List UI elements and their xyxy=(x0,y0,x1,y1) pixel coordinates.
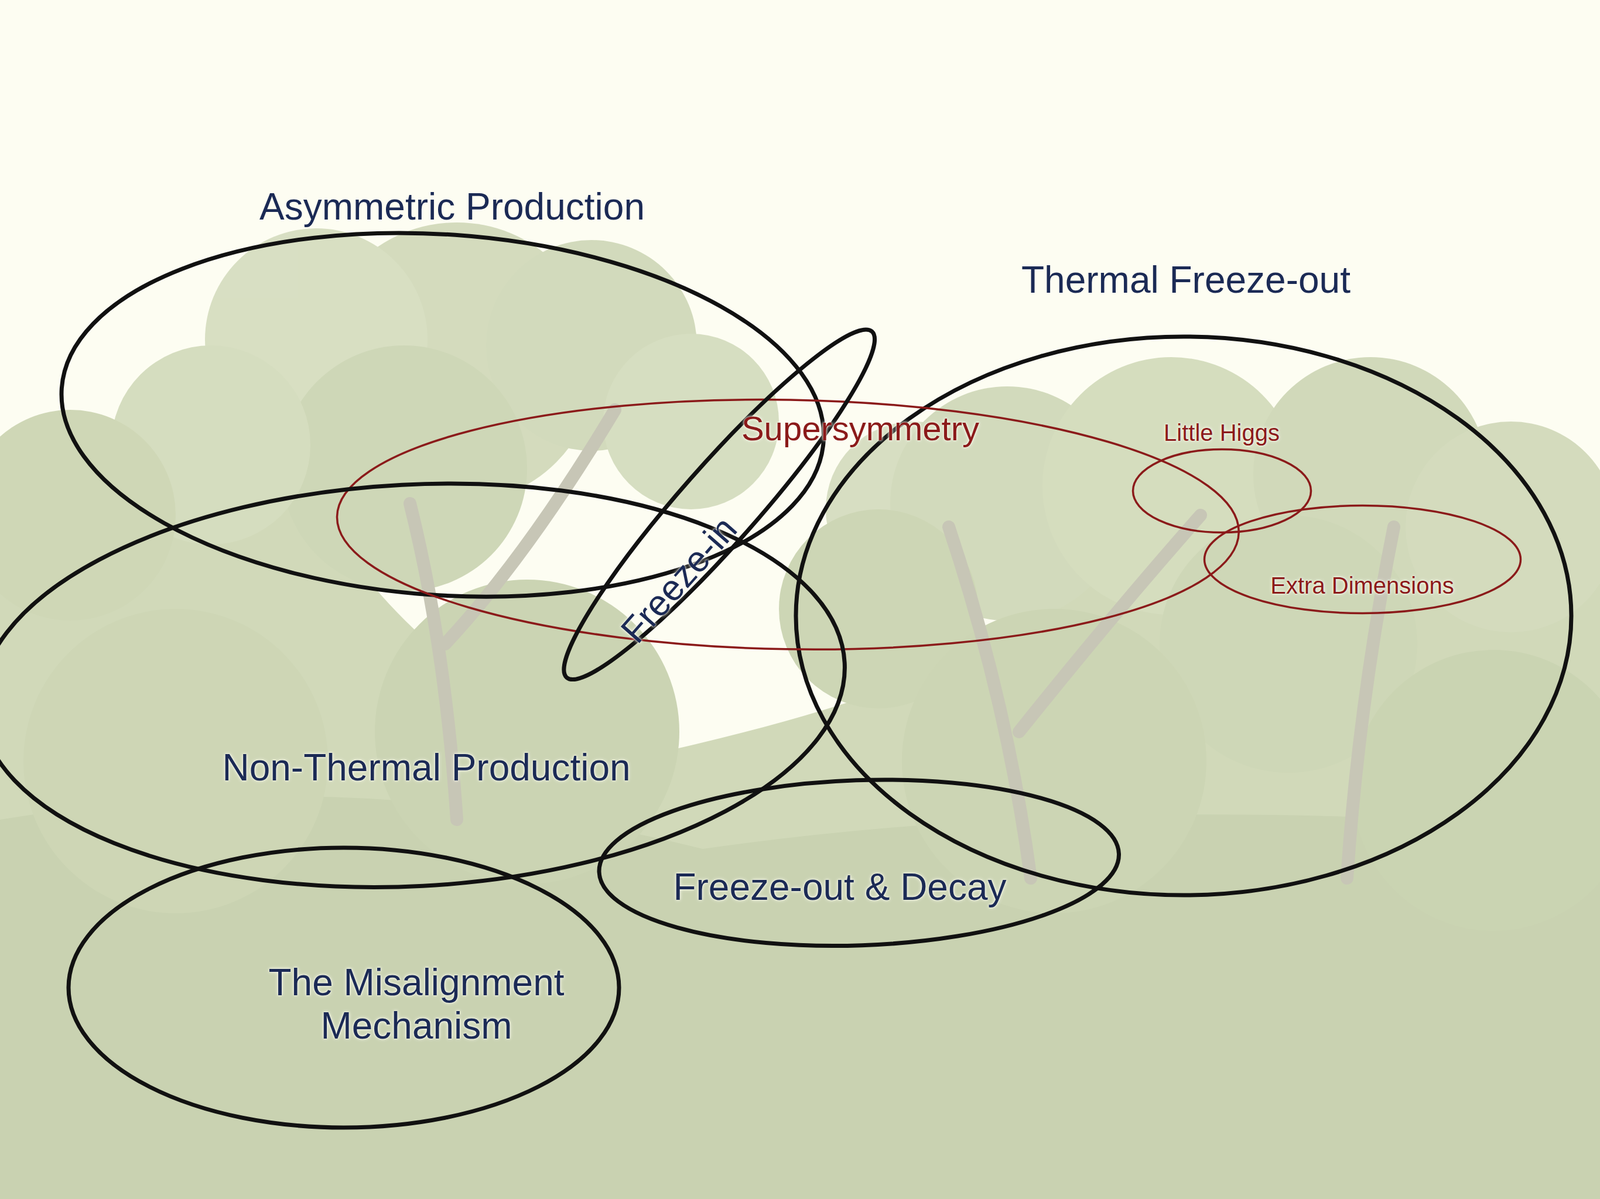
freeze-in-set: Freeze-in xyxy=(558,324,880,685)
ellipse-outline xyxy=(593,774,1125,952)
set-label: Supersymmetry xyxy=(741,409,980,449)
set-label: The Misalignment Mechanism xyxy=(228,961,604,1048)
set-label: Thermal Freeze-out xyxy=(1021,258,1351,303)
ellipse xyxy=(537,306,901,704)
ellipse xyxy=(68,848,620,1128)
misalignment-set: The Misalignment Mechanism xyxy=(63,842,625,1134)
ellipse xyxy=(334,392,1241,658)
extra-dimensions-set: Extra Dimensions xyxy=(1201,502,1524,617)
set-label: Little Higgs xyxy=(1163,419,1280,447)
ellipse xyxy=(1204,505,1521,614)
ellipse xyxy=(1132,449,1311,533)
supersymmetry-set: Supersymmetry xyxy=(333,396,1243,654)
ellipse xyxy=(596,771,1122,956)
ellipse-outline xyxy=(558,324,880,685)
freeze-out-decay-set: Freeze-out & Decay xyxy=(593,774,1125,952)
set-label: Asymmetric Production xyxy=(259,185,645,229)
ellipse xyxy=(0,462,856,909)
set-label: Non-Thermal Production xyxy=(221,746,631,791)
set-label: Freeze-in xyxy=(612,508,746,652)
ellipse-outline xyxy=(1201,502,1524,617)
set-label: Extra Dimensions xyxy=(1270,572,1454,600)
set-label: Freeze-out & Decay xyxy=(672,866,1007,910)
